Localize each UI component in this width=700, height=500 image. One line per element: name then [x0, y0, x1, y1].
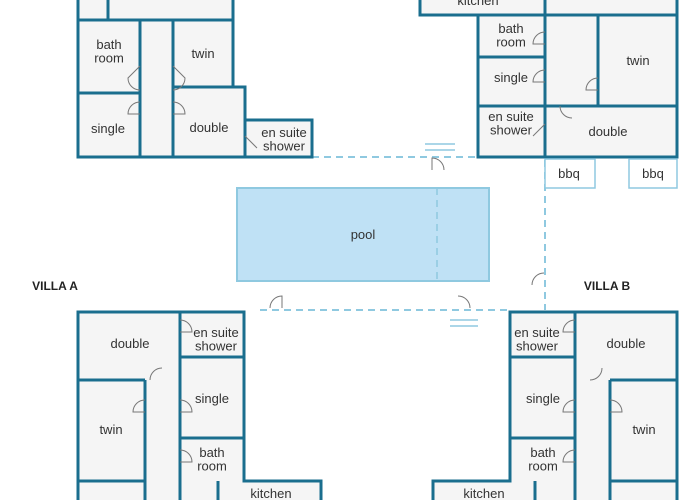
tr-double-label: double: [588, 124, 627, 139]
tl-double-label: double: [189, 120, 228, 135]
br-twin-label: twin: [632, 422, 655, 437]
bbq-right: [628, 158, 678, 189]
villa-b-label: VILLA B: [584, 279, 631, 293]
tr-bbq-right-label: bbq: [642, 166, 664, 181]
bl-twin-label: twin: [99, 422, 122, 437]
villa-a-label: VILLA A: [32, 279, 78, 293]
bbq-left: [544, 158, 596, 189]
bl-kitchen-label: kitchen: [250, 486, 291, 500]
bl-double-label: double: [110, 336, 149, 351]
br-single-label: single: [526, 391, 560, 406]
tl-single-label: single: [91, 121, 125, 136]
pool-label: pool: [351, 227, 376, 242]
tr-twin-label: twin: [626, 53, 649, 68]
br-double-label: double: [606, 336, 645, 351]
pool: pool: [236, 187, 490, 282]
bl-single-label: single: [195, 391, 229, 406]
tl-twin-label: twin: [191, 46, 214, 61]
tr-kitchen-label: kitchen: [457, 0, 498, 8]
tr-single-label: single: [494, 70, 528, 85]
br-kitchen-label: kitchen: [463, 486, 504, 500]
tr-bbq-left-label: bbq: [558, 166, 580, 181]
